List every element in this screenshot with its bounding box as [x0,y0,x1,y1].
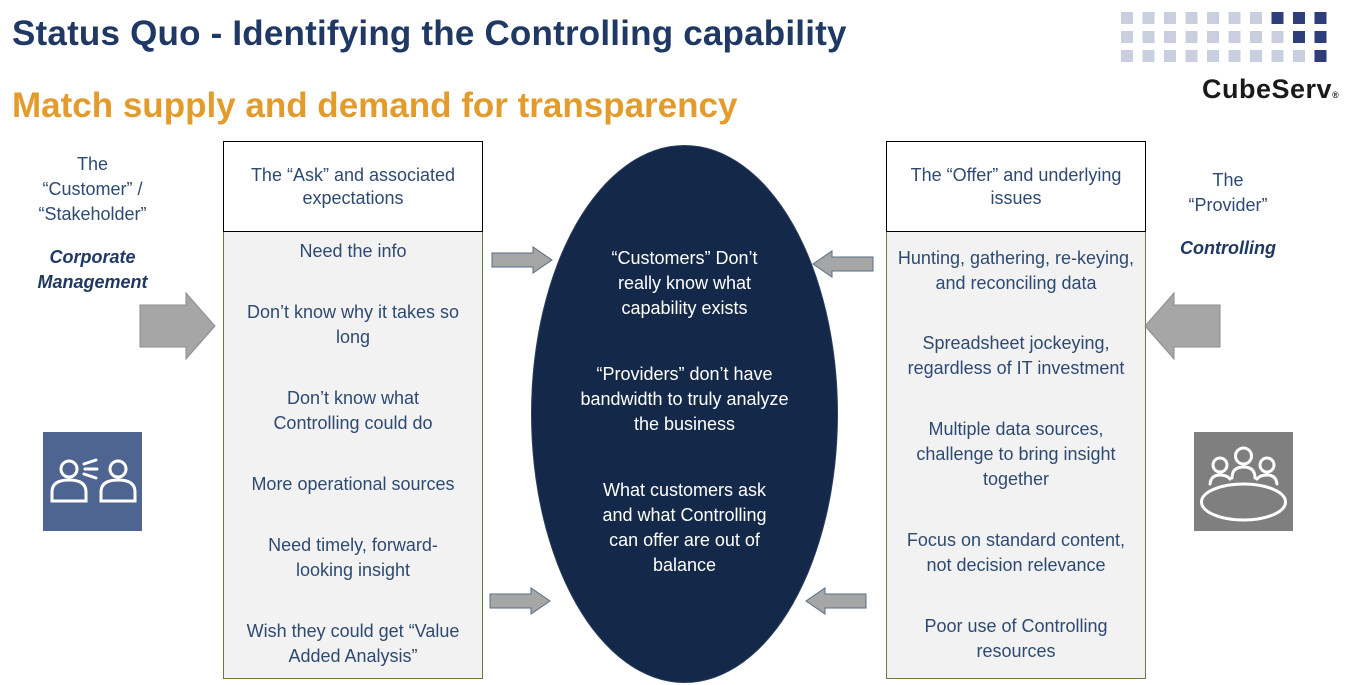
page-subtitle: Match supply and demand for transparency [12,86,738,125]
logo-dot [1185,50,1198,62]
logo-dot [1250,31,1262,43]
logo-dot [1314,12,1327,24]
logo-dot [1250,12,1262,24]
center-statement: “Customers” Don’t really know what capab… [611,248,758,318]
ask-item: Don’t know why it takes so long [246,302,460,347]
ask-header-text: The “Ask” and associated expectations [250,164,456,208]
ask-to-center-arrow-top [491,246,553,274]
logo-dot [1271,31,1284,43]
offer-header-text: The “Offer” and underlying issues [910,164,1122,208]
logo-dot [1314,50,1327,62]
balance-ellipse: “Customers” Don’t really know what capab… [531,145,838,683]
center-statement: What customers ask and what Controlling … [602,480,767,575]
logo-dot [1271,12,1284,24]
offer-item: Poor use of Controlling resources [924,616,1108,661]
customer-role-line: Management [37,272,148,292]
center-statement: “Providers” don’t have bandwidth to trul… [580,364,789,434]
ask-item: Need timely, forward-looking insight [268,535,438,580]
offer-column-header: The “Offer” and underlying issues [886,141,1146,232]
logo-dot [1228,12,1241,24]
meeting-table-icon [1194,432,1293,531]
logo-dot [1142,12,1155,24]
logo-dot [1228,50,1241,62]
logo-dot [1121,31,1133,43]
ask-item: More operational sources [251,474,455,494]
logo-wordmark: CubeServ [1202,74,1333,104]
logo-dot [1271,50,1284,62]
users-talking-icon [43,432,142,531]
offer-item: Hunting, gathering, re-keying, and recon… [897,248,1135,293]
offer-to-center-arrow-top [812,250,874,278]
offer-item: Focus on standard content, not decision … [906,530,1126,575]
logo-dot [1142,50,1155,62]
logo-dot [1142,31,1155,43]
logo-dot [1314,31,1327,43]
logo-dot [1250,50,1262,62]
cubeserv-logo-text: CubeServ® [1202,74,1339,105]
logo-dot [1121,12,1133,24]
logo-dot [1207,50,1219,62]
logo-dot [1293,50,1305,62]
provider-label: The “Provider” [1160,168,1296,218]
logo-dot [1207,31,1219,43]
offer-item: Spreadsheet jockeying, regardless of IT … [907,333,1125,378]
ask-column: Need the info Don’t know why it takes so… [223,232,483,679]
customer-label-line: “Customer” / [42,179,143,199]
ask-to-center-arrow-bottom [489,587,551,615]
logo-dot [1293,31,1305,43]
logo-dot [1185,31,1198,43]
offer-to-center-arrow-bottom [805,587,867,615]
logo-dot [1164,50,1176,62]
ask-column-header: The “Ask” and associated expectations [223,141,483,232]
offer-item: Multiple data sources, challenge to brin… [916,419,1116,489]
ask-item: Wish they could get “Value Added Analysi… [246,621,460,666]
customer-role-line: Corporate [49,247,136,267]
logo-dot [1121,50,1133,62]
customer-label-line: “Stakeholder” [38,204,147,224]
customer-label: The “Customer” / “Stakeholder” [20,152,165,227]
provider-left-arrow [1144,292,1221,360]
logo-dot [1228,31,1241,43]
customer-right-arrow [139,292,216,360]
logo-dot [1164,31,1176,43]
logo-dot [1185,12,1198,24]
customer-label-line: The [76,154,109,174]
provider-role: Controlling [1180,238,1276,258]
ask-item: Don’t know what Controlling could do [273,388,433,433]
logo-dot [1207,12,1219,24]
cubeserv-logo-dots [1121,12,1327,62]
ask-item: Need the info [299,241,407,261]
offer-column: Hunting, gathering, re-keying, and recon… [886,232,1146,679]
page-title: Status Quo - Identifying the Controlling… [12,14,847,53]
logo-dot [1164,12,1176,24]
provider-label-line: The [1212,170,1244,190]
provider-label-line: “Provider” [1188,195,1268,215]
registered-mark: ® [1332,90,1340,100]
logo-dot [1293,12,1305,24]
customer-role: Corporate Management [20,245,165,295]
